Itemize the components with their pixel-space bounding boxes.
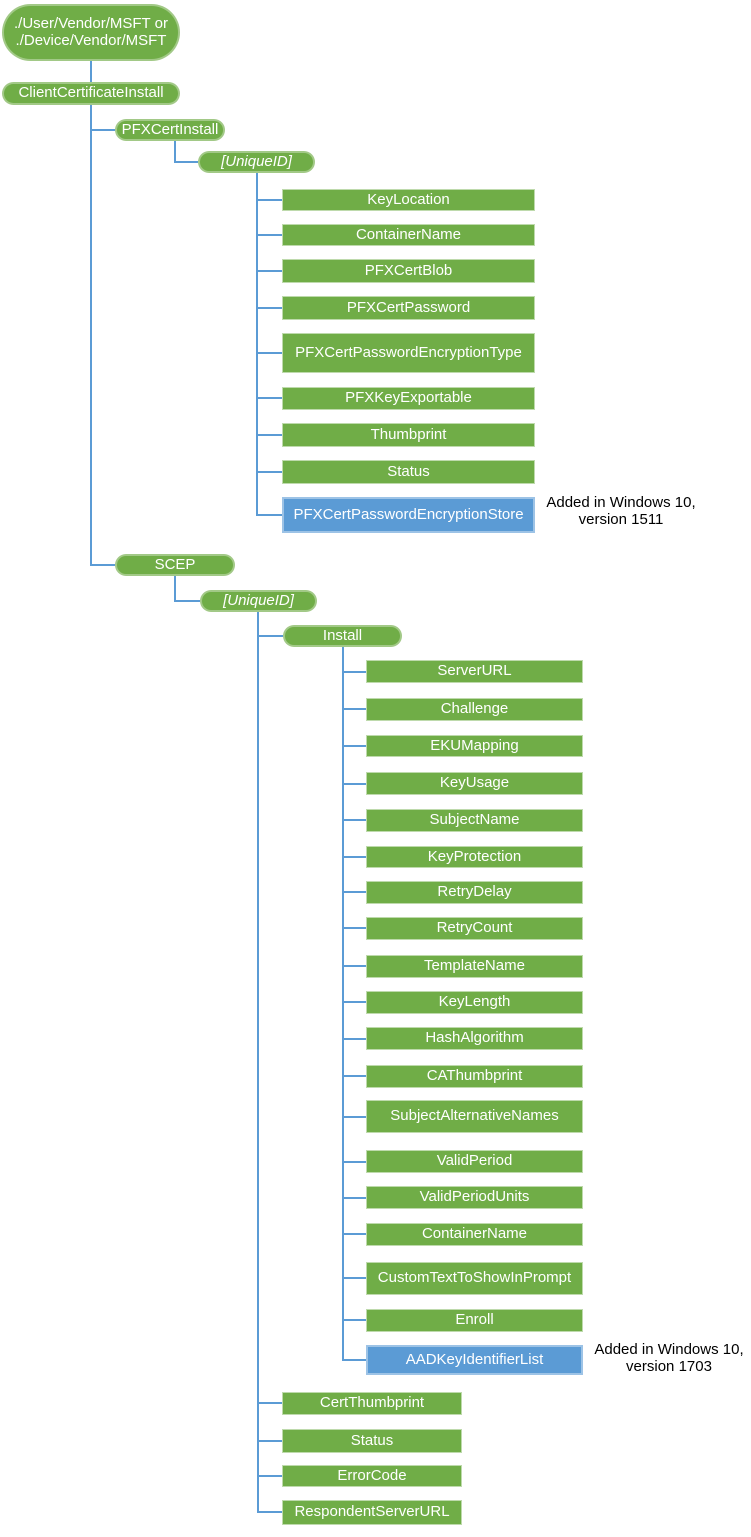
connector-cci-trunk: [90, 105, 115, 566]
connector-install-children-stubs: [343, 671, 366, 1321]
node-pfx-status: Status: [282, 460, 535, 484]
node-pfx-containername: ContainerName: [282, 224, 535, 246]
node-scep-status: Status: [282, 1429, 462, 1453]
node-errorcode: ErrorCode: [282, 1465, 462, 1487]
node-retrydelay: RetryDelay: [366, 881, 583, 904]
node-ekumapping: EKUMapping: [366, 735, 583, 757]
node-install: Install: [283, 625, 402, 647]
node-subjectalternativenames: SubjectAlternativeNames: [366, 1100, 583, 1133]
annotation-added-1703: Added in Windows 10, version 1703: [589, 1341, 749, 1375]
node-validperiod: ValidPeriod: [366, 1150, 583, 1173]
connector-pfx-uniqueid-trunk: [256, 173, 282, 516]
node-pfx-uniqueid: [UniqueID]: [198, 151, 315, 173]
node-retrycount: RetryCount: [366, 917, 583, 940]
annotation-1703-line1: Added in Windows 10,: [594, 1341, 744, 1358]
node-respondentserverurl: RespondentServerURL: [282, 1500, 462, 1525]
annotation-1511-line1: Added in Windows 10,: [546, 494, 696, 511]
connector-pfx-children-stubs: [257, 199, 282, 473]
node-certthumbprint: CertThumbprint: [282, 1392, 462, 1415]
node-pfxkeyexportable: PFXKeyExportable: [282, 387, 535, 410]
node-pfxcertpasswordencryptiontype: PFXCertPasswordEncryptionType: [282, 333, 535, 373]
node-validperiodunits: ValidPeriodUnits: [366, 1186, 583, 1209]
node-challenge: Challenge: [366, 698, 583, 721]
annotation-1511-line2: version 1511: [578, 511, 664, 528]
connector-scep-children-stubs: [258, 635, 283, 1477]
connector-scep-to-uniqueid: [174, 576, 200, 602]
node-pfxcertpasswordencryptionstore: PFXCertPasswordEncryptionStore: [282, 497, 535, 533]
connector-install-trunk: [342, 647, 366, 1361]
node-scep-uniqueid: [UniqueID]: [200, 590, 317, 612]
node-thumbprint: Thumbprint: [282, 423, 535, 447]
node-pfxcertpassword: PFXCertPassword: [282, 296, 535, 320]
node-aadkeyidentifierlist: AADKeyIdentifierList: [366, 1345, 583, 1375]
node-clientcertificateinstall: ClientCertificateInstall: [2, 82, 180, 105]
node-subjectname: SubjectName: [366, 809, 583, 832]
node-keyprotection: KeyProtection: [366, 846, 583, 868]
node-enroll: Enroll: [366, 1309, 583, 1332]
annotation-1703-line2: version 1703: [626, 1358, 712, 1375]
node-install-containername: ContainerName: [366, 1223, 583, 1246]
node-keylength: KeyLength: [366, 991, 583, 1014]
node-cathumbprint: CAThumbprint: [366, 1065, 583, 1088]
root-path-line1: ./User/Vendor/MSFT or: [14, 15, 168, 32]
node-scep: SCEP: [115, 554, 235, 576]
node-root-path: ./User/Vendor/MSFT or ./Device/Vendor/MS…: [2, 4, 180, 61]
node-pfxcertblob: PFXCertBlob: [282, 259, 535, 283]
connector-scep-uniqueid-trunk: [257, 612, 282, 1513]
node-keylocation: KeyLocation: [282, 189, 535, 211]
node-customtexttoshowinprompt: CustomTextToShowInPrompt: [366, 1262, 583, 1295]
node-keyusage: KeyUsage: [366, 772, 583, 795]
node-pfxcertinstall: PFXCertInstall: [115, 119, 225, 141]
node-templatename: TemplateName: [366, 955, 583, 978]
annotation-added-1511: Added in Windows 10, version 1511: [541, 494, 701, 528]
connector-pfx-to-uniqueid: [174, 141, 198, 163]
node-hashalgorithm: HashAlgorithm: [366, 1027, 583, 1050]
node-serverurl: ServerURL: [366, 660, 583, 683]
root-path-line2: ./Device/Vendor/MSFT: [15, 31, 167, 49]
